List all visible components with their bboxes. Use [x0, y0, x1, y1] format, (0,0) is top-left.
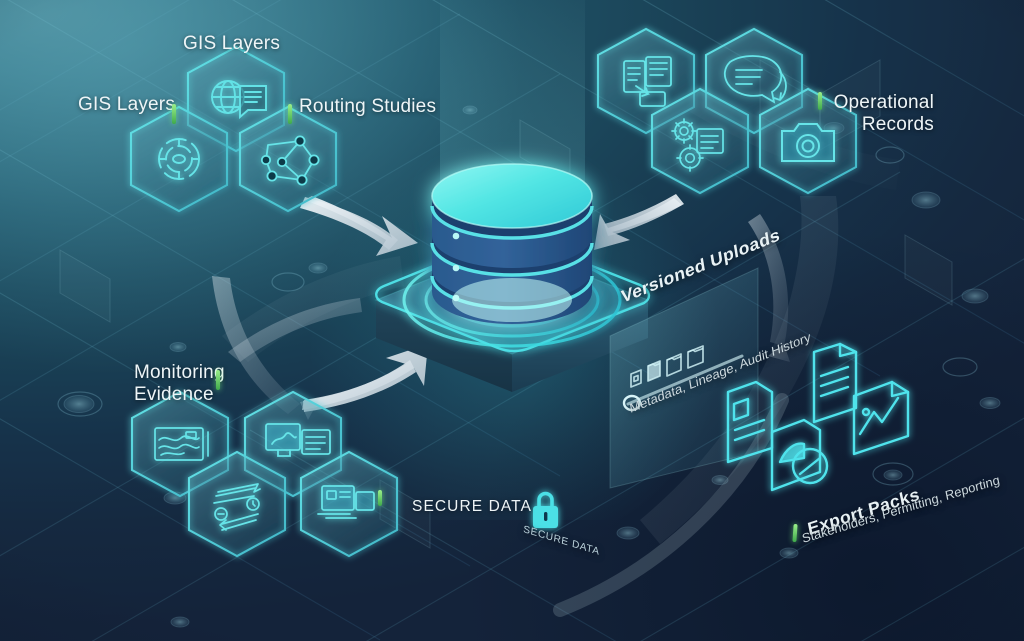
hex-transfer-arrows[interactable] [187, 450, 287, 558]
workstation-icon [317, 485, 375, 519]
folder-outline-icon [666, 353, 682, 377]
lock-icon [533, 491, 558, 528]
monitoring-green-marker [216, 370, 220, 390]
network-node [779, 547, 799, 559]
hex-workstation[interactable] [299, 450, 399, 558]
database-cylinder [430, 163, 594, 324]
background-flow-curve [553, 393, 789, 617]
network-node [170, 616, 190, 628]
operational-green-marker [818, 92, 822, 110]
arrow-curve-top [228, 298, 362, 362]
slider-handle [622, 394, 642, 412]
routing-green-marker [288, 104, 292, 124]
network-node [308, 262, 328, 274]
hex-radar-target[interactable] [129, 105, 229, 213]
network-node [63, 395, 95, 413]
route-network-icon [260, 135, 320, 186]
arrow-top-right-to-center [594, 194, 684, 250]
text-document-icon[interactable] [812, 342, 858, 424]
secure-green-marker [378, 490, 382, 506]
transfer-arrows-icon [213, 483, 261, 531]
gis-left-green-marker [172, 104, 176, 124]
terrain-map-icon [154, 427, 209, 461]
gears-document-icon [671, 118, 724, 172]
network-node [979, 397, 1001, 409]
background-box [904, 234, 953, 306]
db-document-icon[interactable] [726, 380, 774, 464]
arrow-bottom-left-to-center [302, 344, 428, 412]
hex-camera[interactable] [758, 87, 858, 195]
folder-filled-icon [647, 360, 661, 382]
chat-refresh-icon [723, 55, 787, 104]
camera-icon [781, 123, 835, 162]
arrow-top-left-to-center [300, 196, 418, 256]
background-box [59, 249, 111, 323]
panel-icon-row[interactable] [630, 345, 704, 388]
network-ring [271, 272, 305, 292]
version-chip-icon [630, 369, 642, 388]
network-node [169, 342, 187, 352]
network-ring [942, 357, 978, 377]
network-node [883, 469, 903, 481]
network-node [616, 526, 640, 540]
blocked-document-icon[interactable] [770, 418, 829, 492]
network-ring [872, 462, 914, 486]
image-document-icon[interactable] [852, 380, 910, 456]
network-node [911, 191, 941, 209]
hex-gears-document[interactable] [650, 87, 750, 195]
arrow-curve-right [748, 214, 790, 362]
panel-slider[interactable] [622, 354, 744, 412]
network-ring [57, 391, 103, 417]
radar-target-icon [158, 138, 200, 180]
globe-document-icon [211, 80, 267, 120]
monitor-data-icon [265, 423, 331, 457]
network-node [961, 288, 989, 304]
report-pages-icon [623, 56, 672, 107]
folder-outline-icon [687, 345, 704, 369]
